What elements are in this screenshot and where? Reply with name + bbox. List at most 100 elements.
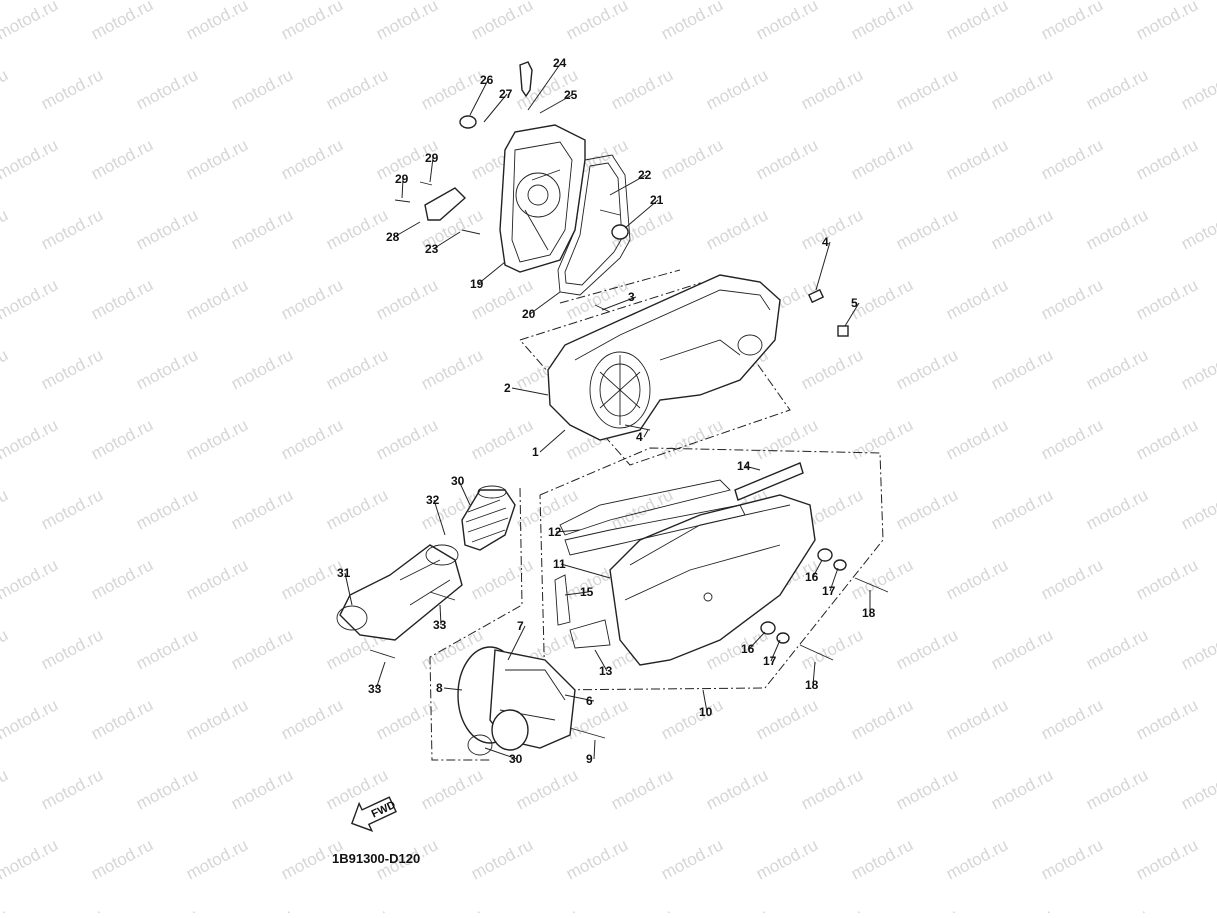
watermark-text: motod.ru: [418, 765, 486, 813]
part-number-label: 28: [386, 230, 400, 244]
part-number-label: 14: [737, 459, 751, 473]
leader-line: [344, 572, 353, 606]
leader-line: [844, 302, 860, 327]
watermark-text: motod.ru: [658, 415, 726, 463]
watermark-text: motod.ru: [323, 905, 391, 913]
watermark-text: motod.ru: [1083, 65, 1151, 113]
watermark-text: motod.ru: [608, 65, 676, 113]
watermark-text: motod.ru: [1178, 765, 1217, 813]
watermark-text: motod.ru: [183, 275, 251, 323]
watermark-text: motod.ru: [468, 0, 536, 44]
watermark-text: motod.ru: [183, 835, 251, 883]
leader-line: [560, 563, 611, 579]
watermark-text: motod.ru: [38, 205, 106, 253]
watermark-text: motod.ru: [798, 205, 866, 253]
inner-cover: [499, 124, 586, 273]
watermark-text: motod.ru: [798, 765, 866, 813]
leader-line: [458, 480, 471, 506]
hardware: [369, 61, 889, 739]
watermark-text: motod.ru: [278, 555, 346, 603]
part-number-label: 23: [425, 242, 439, 256]
leader-line: [439, 604, 442, 626]
watermark-text: motod.ru: [228, 765, 296, 813]
part-number-label: 4: [636, 430, 643, 444]
watermark-text: motod.ru: [88, 695, 156, 743]
watermark-text: motod.ru: [893, 485, 961, 533]
watermark-text: motod.ru: [1083, 905, 1151, 913]
watermark-text: motod.ru: [988, 625, 1056, 673]
leader-line: [469, 79, 489, 116]
watermark-text: motod.ru: [703, 765, 771, 813]
watermark-text: motod.ru: [0, 625, 11, 673]
watermark-text: motod.ru: [943, 695, 1011, 743]
watermark-text: motod.ru: [608, 905, 676, 913]
watermark-text: motod.ru: [1133, 415, 1201, 463]
part-number-label: 18: [862, 606, 876, 620]
watermark-text: motod.ru: [88, 135, 156, 183]
watermark-text: motod.ru: [1178, 65, 1217, 113]
leader-line: [643, 429, 649, 438]
watermark-text: motod.ru: [988, 905, 1056, 913]
watermark-text: motod.ru: [1133, 0, 1201, 44]
leader-line: [624, 199, 659, 229]
diagram-code: 1B91300-D120: [332, 851, 420, 866]
part-number-label: 24: [553, 56, 567, 70]
watermark-text: motod.ru: [988, 765, 1056, 813]
watermark-text: motod.ru: [988, 205, 1056, 253]
watermark-text: motod.ru: [848, 0, 916, 44]
watermark-text: motod.ru: [1038, 835, 1106, 883]
leader-line: [744, 465, 761, 471]
watermark-text: motod.ru: [0, 205, 11, 253]
watermark-text: motod.ru: [133, 625, 201, 673]
leader-line: [484, 747, 518, 760]
part-number-label: 29: [425, 151, 439, 165]
watermark-text: motod.ru: [38, 345, 106, 393]
leader-line: [483, 93, 508, 123]
watermark-text: motod.ru: [943, 415, 1011, 463]
part-number-label: 13: [599, 664, 613, 678]
part-number-label: 15: [580, 585, 594, 599]
watermark-text: motod.ru: [228, 905, 296, 913]
watermark-text: motod.ru: [753, 695, 821, 743]
part-number-label: 2: [504, 381, 511, 395]
watermark-text: motod.ru: [1178, 625, 1217, 673]
watermark-text: motod.ru: [133, 345, 201, 393]
part-number-label: 16: [805, 570, 819, 584]
watermark-text: motod.ru: [848, 695, 916, 743]
watermark-text: motod.ru: [1133, 555, 1201, 603]
watermark-text: motod.ru: [563, 0, 631, 44]
watermark-text: motod.ru: [38, 65, 106, 113]
watermark-text: motod.ru: [133, 905, 201, 913]
watermark-text: motod.ru: [1178, 905, 1217, 913]
leader-line: [539, 94, 573, 114]
leader-line: [477, 261, 506, 285]
callout-layer: 1234456789101112131415161617171818192021…: [337, 56, 876, 766]
part-number-label: 6: [586, 694, 593, 708]
leader-line: [812, 559, 823, 578]
watermark-text: motod.ru: [323, 345, 391, 393]
watermark-text: motod.ru: [658, 835, 726, 883]
watermark-text: motod.ru: [183, 0, 251, 44]
watermark-text: motod.ru: [88, 555, 156, 603]
watermark-text: motod.ru: [38, 905, 106, 913]
watermark-text: motod.ru: [323, 65, 391, 113]
watermark-text: motod.ru: [88, 835, 156, 883]
watermark-text: motod.ru: [228, 625, 296, 673]
watermark-text: motod.ru: [0, 0, 61, 44]
part-number-label: 17: [822, 584, 836, 598]
watermark-text: motod.ru: [278, 695, 346, 743]
leader-line: [812, 661, 816, 686]
leader-line: [815, 241, 831, 291]
watermark-text: motod.ru: [133, 765, 201, 813]
part-number-label: 33: [368, 682, 382, 696]
watermark-text: motod.ru: [418, 905, 486, 913]
watermark-text: motod.ru: [848, 415, 916, 463]
watermark-text: motod.ru: [88, 275, 156, 323]
watermark-text: motod.ru: [278, 0, 346, 44]
watermark-text: motod.ru: [798, 625, 866, 673]
watermark-text: motod.ru: [468, 835, 536, 883]
leader-line: [609, 174, 647, 196]
watermark-text: motod.ru: [848, 135, 916, 183]
